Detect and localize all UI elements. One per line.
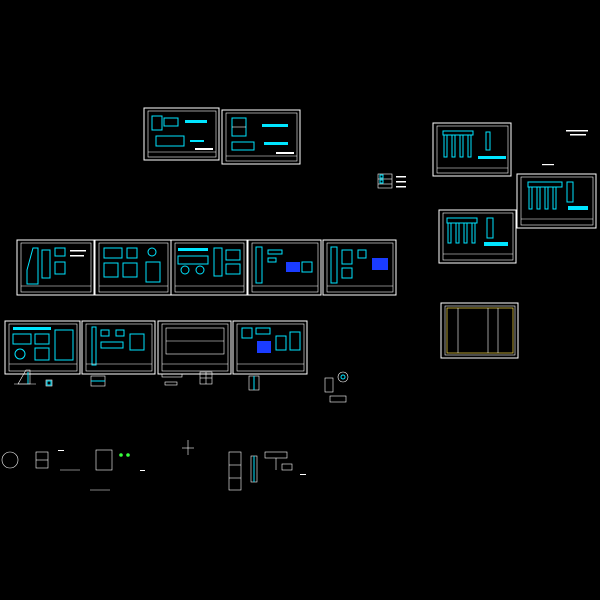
- sheet-row1-4[interactable]: [247, 239, 322, 296]
- sheet-row2-3[interactable]: [157, 320, 232, 375]
- detail-table-a: [199, 371, 213, 385]
- sheet-top-1[interactable]: [143, 107, 220, 161]
- sheet-row1-3[interactable]: [170, 239, 248, 296]
- sheet-top-2[interactable]: [221, 109, 301, 165]
- sheet-row1-5[interactable]: [322, 239, 397, 296]
- detached-details: [1, 369, 349, 491]
- detail-beam-a: [161, 373, 183, 386]
- detail-column-a: [45, 379, 53, 387]
- sheet-row2-2[interactable]: [81, 320, 156, 375]
- detail-pipe-section: [1, 451, 80, 471]
- title-note-right: [542, 130, 588, 166]
- detail-column-b: [248, 375, 260, 391]
- sheet-row2-1[interactable]: [4, 320, 81, 375]
- detail-small-marks: [58, 450, 306, 475]
- detail-wall-section: [14, 369, 36, 385]
- sheet-row1-1[interactable]: [16, 239, 95, 296]
- detail-bracket: [264, 451, 293, 471]
- sheet-right-2[interactable]: [516, 173, 597, 229]
- detail-footing-a: [90, 375, 106, 387]
- detail-valve: [250, 455, 258, 483]
- detail-pier: [324, 371, 349, 403]
- sheet-row2-4[interactable]: [232, 320, 308, 375]
- detail-anchor: [182, 440, 194, 455]
- sheet-right-4[interactable]: [440, 302, 519, 359]
- detail-manhole: [90, 449, 130, 491]
- sheet-right-3[interactable]: [438, 209, 517, 264]
- sheet-right-1[interactable]: [432, 122, 512, 177]
- detail-pipe-run: [228, 451, 242, 491]
- legend-table: [377, 173, 406, 189]
